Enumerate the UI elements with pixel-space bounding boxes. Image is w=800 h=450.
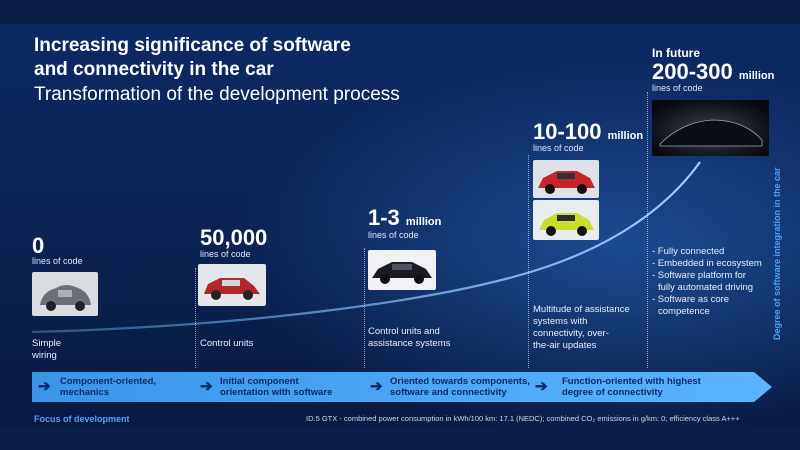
stage-1-caption: lines of code — [32, 256, 83, 266]
arrow-right-icon: ➔ — [535, 378, 548, 395]
future-car-silhouette-image — [652, 100, 769, 156]
stage-3-focus: Oriented towards components,software and… — [390, 376, 530, 398]
stage-divider — [647, 92, 648, 368]
stage-1-focus: Component-oriented,mechanics — [60, 376, 157, 398]
emissions-disclaimer: ID.5 GTX - combined power consumption in… — [306, 414, 740, 423]
list-item: fully automated driving — [658, 282, 754, 293]
stage-3-caption: lines of code — [368, 230, 419, 240]
arrow-right-icon: ➔ — [200, 378, 213, 395]
axis-label: Degree of software integration in the ca… — [772, 167, 782, 340]
focus-arrow-band — [32, 372, 772, 402]
stage-2-description: Control units — [200, 338, 254, 349]
page-title: Increasing significance of software and … — [34, 35, 351, 80]
golf-8-car-image — [533, 200, 599, 240]
stage-divider — [364, 248, 365, 368]
list-item: - Embedded in ecosystem — [652, 258, 762, 269]
future-label: In future — [652, 46, 700, 60]
focus-of-development-label: Focus of development — [34, 414, 130, 424]
stage-divider — [195, 268, 196, 368]
list-item: competence — [658, 306, 710, 317]
id5-car-image — [533, 160, 599, 198]
passat-car-image — [368, 250, 436, 290]
stage-5-value: 200-300 million — [652, 59, 775, 84]
bottom-band — [0, 426, 800, 450]
list-item: - Fully connected — [652, 246, 725, 257]
stage-4-caption: lines of code — [533, 143, 584, 153]
future-features-list: - Fully connected - Embedded in ecosyste… — [652, 246, 782, 318]
stage-divider — [528, 155, 529, 368]
page-subtitle: Transformation of the development proces… — [34, 84, 400, 105]
stage-1-value: 0 — [32, 233, 45, 258]
list-item: - Software as core — [652, 294, 730, 305]
top-band — [0, 0, 800, 24]
stage-2-value: 50,000 — [200, 225, 268, 250]
stage-4-value: 10-100 million — [533, 119, 644, 144]
list-item: - Software platform for — [652, 270, 746, 281]
arrow-right-icon: ➔ — [38, 378, 51, 395]
stage-3-value: 1-3 million — [368, 205, 442, 230]
arrow-right-icon: ➔ — [370, 378, 383, 395]
stage-2-caption: lines of code — [200, 249, 251, 259]
golf-1-car-image — [198, 264, 266, 306]
stage-5-caption: lines of code — [652, 83, 703, 93]
beetle-car-image — [32, 272, 98, 316]
